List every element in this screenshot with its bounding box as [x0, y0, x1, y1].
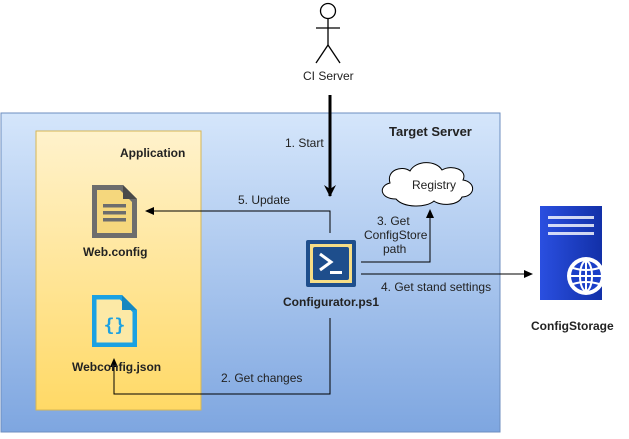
web-config-label: Web.config [83, 245, 148, 259]
application-title: Application [120, 146, 186, 160]
edge-update-label: 5. Update [238, 193, 291, 207]
edge-configstore-label-line3: path [383, 242, 407, 256]
edge-get-changes-label: 2. Get changes [221, 371, 303, 385]
edge-get-configstore-path [361, 209, 434, 263]
edge-configstore-label-line1: 3. Get [377, 214, 410, 228]
registry-cloud [381, 162, 474, 207]
application-box [35, 130, 202, 411]
configurator-label: Configurator.ps1 [283, 295, 380, 309]
edge-start-label: 1. Start [285, 136, 324, 150]
config-storage-label: ConfigStorage [531, 319, 614, 333]
server-globe-icon [540, 206, 605, 300]
webconfig-json-label: Webconfig.json [72, 360, 162, 374]
svg-text:{}: {} [104, 315, 126, 336]
document-icon [92, 185, 137, 238]
edge-stand-settings-label: 4. Get stand settings [381, 280, 492, 294]
ci-server-actor-icon [315, 2, 341, 64]
target-server-title: Target Server [389, 124, 472, 139]
edge-configstore-label-line2: ConfigStore [364, 228, 428, 242]
ci-server-label: CI Server [303, 69, 354, 83]
registry-label: Registry [412, 178, 457, 192]
edge-get-changes [110, 318, 331, 395]
edge-update [145, 207, 331, 233]
powershell-icon [306, 240, 356, 287]
json-file-icon: {} [92, 295, 137, 347]
